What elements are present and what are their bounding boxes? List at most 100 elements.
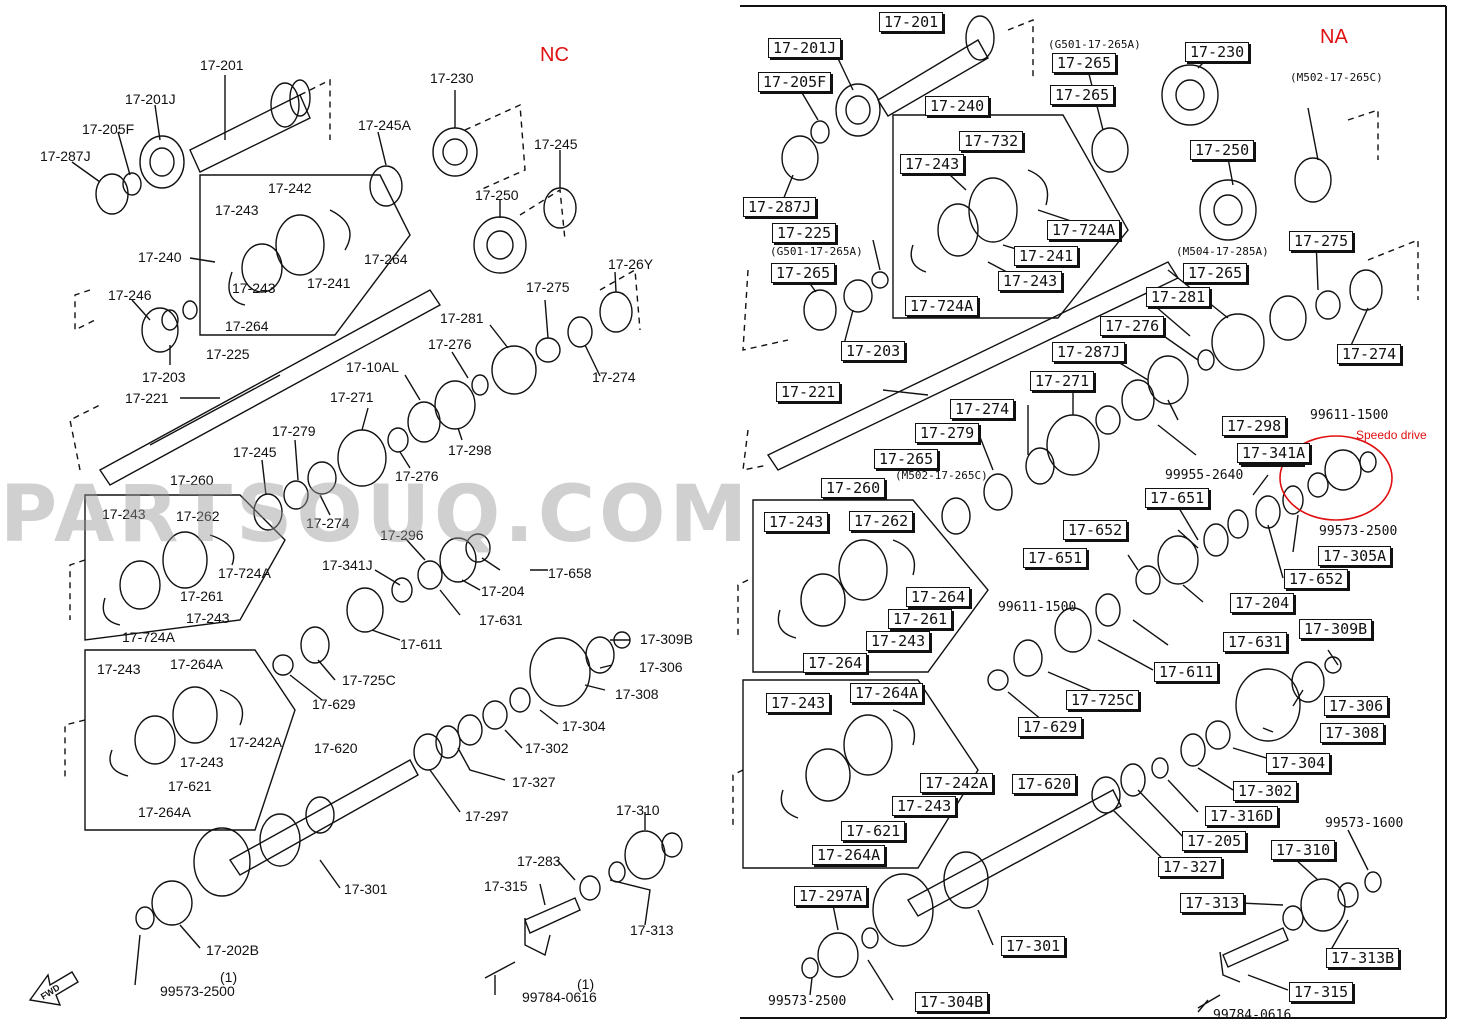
part-number-box: 17-260 bbox=[821, 478, 886, 498]
part-number-box: 17-313 bbox=[1180, 893, 1245, 913]
part-number-label: 17-724A bbox=[218, 565, 271, 581]
part-number-label: 99955-2640 bbox=[1165, 468, 1244, 483]
part-number-box: 17-274 bbox=[1337, 344, 1402, 364]
part-number-box: 17-205F bbox=[758, 72, 832, 92]
part-number-label: 17-26Y bbox=[608, 256, 654, 272]
part-number-label: 17-658 bbox=[548, 565, 592, 581]
part-number-label: 17-264A bbox=[170, 656, 223, 672]
part-number-label: 17-308 bbox=[615, 686, 659, 702]
part-number-label: 17-274 bbox=[592, 369, 636, 385]
part-number-label: 17-262 bbox=[176, 508, 220, 524]
part-number-box: 17-652 bbox=[1063, 520, 1128, 540]
part-number-label: (M502-17-265C) bbox=[895, 469, 988, 482]
part-number-box: 17-725C bbox=[1066, 690, 1140, 710]
part-number-label: 17-631 bbox=[479, 612, 523, 628]
part-number-label: 17-201J bbox=[125, 91, 176, 107]
part-number-box: 17-732 bbox=[959, 131, 1024, 151]
part-number-box: 17-316D bbox=[1205, 806, 1279, 826]
part-number-box: 17-651 bbox=[1023, 548, 1088, 568]
part-number-box: 17-306 bbox=[1324, 696, 1389, 716]
part-number-box: 17-274 bbox=[950, 399, 1015, 419]
part-number-label: 17-297 bbox=[465, 808, 509, 824]
part-number-label: 17-221 bbox=[125, 390, 169, 406]
part-number-box: 17-310 bbox=[1271, 840, 1336, 860]
part-number-box: 17-620 bbox=[1012, 774, 1077, 794]
part-number-label: 17-260 bbox=[170, 472, 214, 488]
part-number-box: 17-264 bbox=[906, 587, 971, 607]
part-number-label: 17-724A bbox=[122, 629, 175, 645]
part-number-label: 17-725C bbox=[342, 672, 396, 688]
part-number-label: 17-250 bbox=[475, 187, 519, 203]
part-number-box: 17-264 bbox=[803, 653, 868, 673]
part-number-box: 17-243 bbox=[900, 154, 965, 174]
part-number-label: 17-201 bbox=[200, 57, 244, 73]
part-number-box: 17-265 bbox=[771, 263, 836, 283]
part-number-label: 17-310 bbox=[616, 802, 660, 818]
part-number-box: 17-201 bbox=[879, 12, 944, 32]
part-number-box: 17-652 bbox=[1284, 569, 1349, 589]
part-number-label: 99573-2500 bbox=[768, 994, 847, 1009]
part-number-box: 17-264A bbox=[850, 683, 924, 703]
part-number-label: (G501-17-265A) bbox=[1048, 38, 1141, 51]
part-number-label: 99784-0616 bbox=[1213, 1008, 1292, 1023]
part-number-label: 17-629 bbox=[312, 696, 356, 712]
part-number-box: 17-203 bbox=[841, 341, 906, 361]
part-number-label: 17-276 bbox=[428, 336, 472, 352]
part-number-label: 17-298 bbox=[448, 442, 492, 458]
part-number-label: (M504-17-285A) bbox=[1176, 245, 1269, 258]
part-number-box: 17-204 bbox=[1230, 593, 1295, 613]
part-number-label: 99573-2500 bbox=[1319, 524, 1398, 539]
part-number-label: 17-275 bbox=[526, 279, 570, 295]
part-number-box: 17-261 bbox=[888, 609, 953, 629]
part-number-label: 17-274 bbox=[306, 515, 350, 531]
part-number-box: 17-341A bbox=[1237, 443, 1311, 463]
part-number-box: 17-230 bbox=[1185, 42, 1250, 62]
part-number-label: 17-304 bbox=[562, 718, 606, 734]
part-number-label: 17-306 bbox=[639, 659, 683, 675]
part-number-label: 17-240 bbox=[138, 249, 182, 265]
part-number-label: 17-341J bbox=[322, 557, 373, 573]
part-number-label: 17-621 bbox=[168, 778, 212, 794]
part-number-label: 17-279 bbox=[272, 423, 316, 439]
part-number-box: 17-304B bbox=[915, 992, 989, 1012]
part-number-box: 17-651 bbox=[1145, 488, 1210, 508]
part-number-box: 17-279 bbox=[915, 423, 980, 443]
left-exploded-drawing bbox=[28, 75, 683, 1006]
part-number-box: 17-287J bbox=[743, 197, 817, 217]
part-number-box: 17-297A bbox=[794, 886, 868, 906]
part-number-box: 17-271 bbox=[1030, 371, 1095, 391]
part-number-label: 17-301 bbox=[344, 881, 388, 897]
part-number-label: (1) bbox=[220, 969, 238, 985]
part-number-box: 17-262 bbox=[849, 511, 914, 531]
part-number-label: 17-264 bbox=[364, 251, 408, 267]
variant-title-na: NA bbox=[1320, 26, 1348, 48]
part-number-box: 17-243 bbox=[764, 512, 829, 532]
part-number-box: 17-276 bbox=[1100, 316, 1165, 336]
part-number-box: 17-243 bbox=[866, 631, 931, 651]
part-number-box: 17-243 bbox=[766, 693, 831, 713]
panel-divider bbox=[722, 0, 728, 1024]
part-number-label: 99573-2500 bbox=[160, 983, 235, 999]
part-number-box: 17-724A bbox=[905, 296, 979, 316]
part-number-label: 17-611 bbox=[400, 636, 443, 652]
part-number-label: 17-281 bbox=[440, 310, 484, 326]
part-number-box: 17-631 bbox=[1223, 632, 1288, 652]
part-number-label: 17-243 bbox=[102, 506, 146, 522]
part-number-box: 17-275 bbox=[1289, 231, 1354, 251]
part-number-label: 17-202B bbox=[206, 942, 259, 958]
part-number-label: 17-225 bbox=[206, 346, 250, 362]
part-number-box: 17-225 bbox=[772, 223, 837, 243]
variant-title-nc: NC bbox=[540, 44, 569, 66]
part-number-box: 17-205 bbox=[1182, 831, 1247, 851]
part-number-box: 17-265 bbox=[1052, 53, 1117, 73]
part-number-label: 17-10AL bbox=[346, 359, 399, 375]
part-number-label: 17-271 bbox=[330, 389, 374, 405]
part-number-box: 17-298 bbox=[1222, 416, 1287, 436]
part-number-box: 17-327 bbox=[1158, 857, 1223, 877]
part-number-label: 17-243 bbox=[232, 280, 276, 296]
part-number-label: 17-261 bbox=[180, 588, 224, 604]
part-number-label: 17-246 bbox=[108, 287, 152, 303]
part-number-label: 17-287J bbox=[40, 148, 91, 164]
